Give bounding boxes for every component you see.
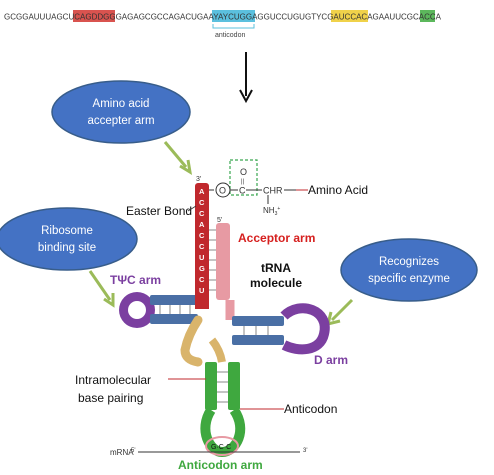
junction [180,300,235,367]
callout-enzyme-line2: specific enzyme [368,273,450,285]
three-prime-label: 3' [196,176,201,183]
easter-bond-label: Easter Bond [126,204,192,218]
acceptor-arm-label: Acceptor arm [238,231,315,245]
down-arrow-icon [239,52,253,104]
sequence-strip: GCGGAUUUAGCUCAGDDGGGAGAGCGCCAGACUGAAYAYC… [4,10,442,39]
amino-acid-label: Amino Acid [308,183,368,197]
five-prime-label: 5' [217,217,222,224]
ester-o: O [219,186,226,196]
acceptor-letters: A C C A C C U G C U [199,187,205,295]
svg-text:C: C [199,231,205,240]
callout-ribosome-site: Ribosome binding site [0,207,138,271]
callout-amino-line2: accepter arm [87,115,154,127]
tpsic-arm-label: TΨC arm [110,273,161,287]
svg-text:A: A [199,220,205,229]
seq-red-highlight [73,10,115,22]
tpsic-arm [119,292,209,328]
double-bond: || [241,179,245,185]
seq-yellow-highlight [331,10,368,22]
trna-molecule-line2: molecule [250,276,302,290]
svg-text:G: G [199,264,205,273]
sequence-text: GCGGAUUUAGCUCAGDDGGGAGAGCGCCAGACUGAAYAYC… [4,13,442,22]
arrow-to-acceptor [163,141,193,175]
anticodon-bracket [212,24,255,29]
carbon-c: C [239,186,246,196]
anticodon-arm-label: Anticodon arm [178,458,263,472]
callout-ribosome-line1: Ribosome [41,225,93,237]
d-arm-label: D arm [314,353,348,367]
arrow-to-tpsic [88,270,115,308]
anticodon-codon-highlight [205,436,239,456]
carbonyl-o: O [240,167,247,177]
mrna-5-prime: 5' [131,448,135,454]
seq-green-highlight [420,10,435,22]
easter-bond-pointer [187,205,197,212]
callout-ribosome-line2: binding site [38,242,96,254]
svg-text:C: C [199,275,205,284]
callout-amino-acid-arm: Amino acid accepter arm [51,80,191,144]
chr-text: CHR [263,186,283,196]
callout-amino-line1: Amino acid [93,98,150,110]
svg-text:C: C [199,242,205,251]
anticodon-seq-label: anticodon [215,32,245,39]
callout-enzyme-line1: Recognizes [379,256,439,268]
mrna-3-prime: 3' [303,448,307,454]
svg-text:A: A [199,187,205,196]
acceptor-stem [195,183,230,300]
mrna-label: mRNA [110,448,134,457]
anticodon-arm [200,362,246,458]
svg-text:U: U [199,253,204,262]
svg-text:C: C [199,209,205,218]
amino-acid-dashed-box [229,159,258,196]
amino-acid-group: O || O C CHR NH3+ [200,159,296,217]
intramolecular-line2: base pairing [78,391,143,405]
d-arm [232,303,330,355]
mrna-strand: mRNA 5' 3' [110,448,307,457]
nh3-text: NH3+ [263,206,280,217]
arrow-to-d-arm [325,298,354,327]
codon-letters: G·C·C [211,444,231,451]
trna-molecule-line1: tRNA [261,261,291,275]
callout-enzyme: Recognizes specific enzyme [340,238,478,302]
intramolecular-line1: Intramolecular [75,373,151,387]
seq-blue-highlight [212,10,255,22]
svg-text:U: U [199,286,204,295]
svg-text:C: C [199,198,205,207]
anticodon-label: Anticodon [284,402,337,416]
